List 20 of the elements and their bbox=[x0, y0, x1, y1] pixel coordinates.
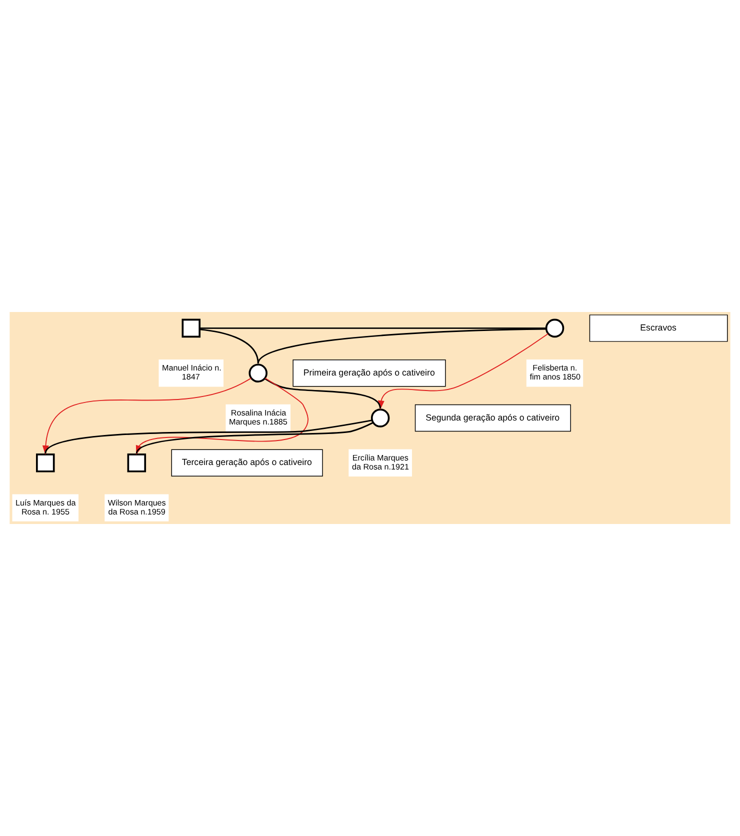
node-box: Escravos bbox=[589, 314, 728, 342]
node-label: Luís Marques da Rosa n. 1955 bbox=[16, 498, 76, 516]
connector bbox=[200, 327, 546, 329]
node-label: Rosalina Inácia Marques n.1885 bbox=[229, 408, 288, 426]
node-circle bbox=[248, 364, 268, 382]
node-label: Felisberta n. fim anos 1850 bbox=[530, 364, 580, 382]
node-circle bbox=[370, 408, 390, 428]
connector bbox=[200, 328, 259, 364]
node-label: Manuel Inácio n. 1847 bbox=[162, 364, 222, 382]
node-circle bbox=[545, 318, 564, 338]
node-label: Ercília Marques da Rosa n.1921 bbox=[352, 454, 410, 472]
node-box bbox=[182, 318, 200, 338]
connector bbox=[258, 328, 546, 364]
node-box: Primeira geração após o cativeiro bbox=[292, 359, 446, 387]
node-box bbox=[127, 454, 146, 472]
node-box: Segunda geração após o cativeiro bbox=[414, 404, 571, 432]
node-box: Terceira geração após o cativeiro bbox=[171, 449, 323, 477]
connector bbox=[264, 378, 381, 409]
node-label: Wilson Marques da Rosa n.1959 bbox=[108, 498, 166, 516]
node-box bbox=[36, 454, 55, 472]
